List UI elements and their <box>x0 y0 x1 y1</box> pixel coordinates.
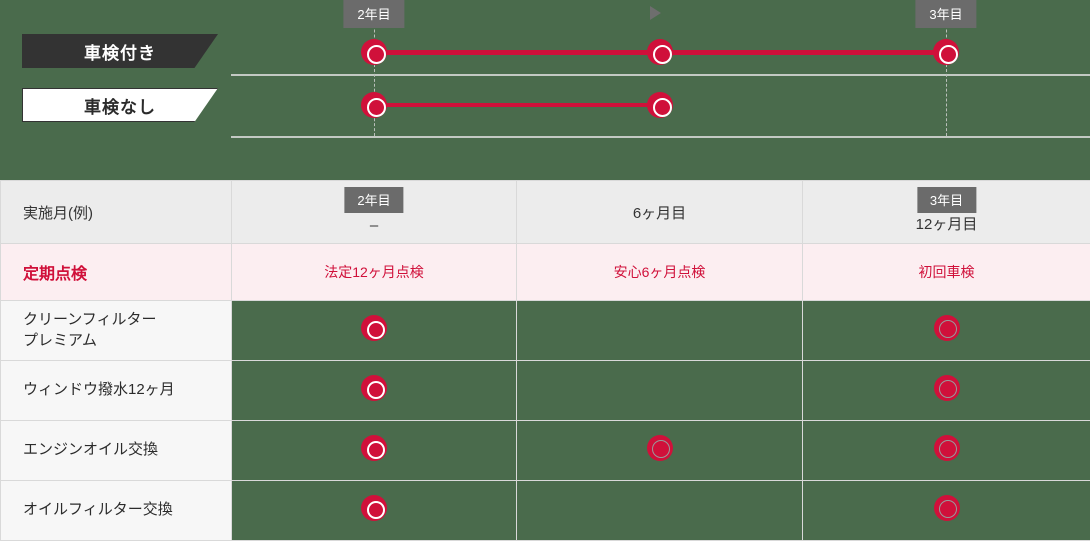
marker <box>361 435 387 461</box>
timeline-guide-year2 <box>374 0 375 136</box>
item-3-mark-2 <box>802 480 1090 541</box>
item-2-mark-2 <box>802 420 1090 481</box>
marker <box>361 495 387 521</box>
inspection-cell-1: 法定12ヶ月点検 <box>231 243 517 301</box>
marker <box>933 315 960 341</box>
month-value-6month: 6ヶ月目 <box>632 204 687 222</box>
timeline-node-with-shaken-2 <box>647 39 673 65</box>
marker <box>933 435 960 461</box>
row-header-item-0: クリーンフィルター プレミアム <box>0 300 232 361</box>
item-label-line1: エンジンオイル交換 <box>23 441 159 459</box>
table-row-item: ウィンドウ撥水12ヶ月 <box>0 360 1090 421</box>
maintenance-table: 実施月(例) 2年目 – 6ヶ月目 3年目 12ヶ月目 <box>0 180 1090 541</box>
timeline-rule-lower <box>231 136 1090 138</box>
marker <box>933 375 960 401</box>
row-header-item-2: エンジンオイル交換 <box>0 420 232 481</box>
item-label-line1: オイルフィルター交換 <box>23 501 173 519</box>
month-badge-year2: 2年目 <box>344 187 404 213</box>
marker <box>361 315 387 341</box>
item-1-mark-1 <box>516 360 803 421</box>
row-header-item-3: オイルフィルター交換 <box>0 480 232 541</box>
marker <box>361 375 387 401</box>
inspection-cell-2: 安心6ヶ月点検 <box>516 243 803 301</box>
marker <box>933 495 960 521</box>
item-3-mark-1 <box>516 480 803 541</box>
timeline-label-without-shaken-text: 車検なし <box>84 97 156 117</box>
row-header-item-1: ウィンドウ撥水12ヶ月 <box>0 360 232 421</box>
item-label-line2: プレミアム <box>23 331 97 349</box>
row-header-month: 実施月(例) <box>0 180 232 244</box>
table-row-month: 実施月(例) 2年目 – 6ヶ月目 3年目 12ヶ月目 <box>0 180 1090 244</box>
timeline-rule-upper <box>231 74 1090 76</box>
timeline-node-without-shaken-2 <box>647 92 673 118</box>
month-badge-year3: 3年目 <box>916 187 977 213</box>
month-cell-year2: 2年目 – <box>231 180 517 244</box>
row-header-inspection: 定期点検 <box>0 243 232 301</box>
item-0-mark-1 <box>516 300 803 361</box>
item-label-line1: クリーンフィルター <box>23 311 157 329</box>
timeline-label-with-shaken: 車検付き <box>22 34 218 68</box>
timeline-guide-year3 <box>946 0 947 136</box>
item-0-mark-0 <box>231 300 517 361</box>
timeline-node-without-shaken-1 <box>361 92 387 118</box>
marker <box>646 435 673 461</box>
month-value-year2: – <box>369 217 379 234</box>
item-1-mark-2 <box>802 360 1090 421</box>
item-1-mark-0 <box>231 360 517 421</box>
table-row-inspection: 定期点検 法定12ヶ月点検 安心6ヶ月点検 初回車検 <box>0 243 1090 301</box>
timeline-badge-year3: 3年目 <box>915 0 977 28</box>
month-cell-6month: 6ヶ月目 <box>516 180 803 244</box>
item-0-mark-2 <box>802 300 1090 361</box>
timeline-section: 車検付き 車検なし 2年目 3年目 <box>0 0 1090 157</box>
item-label-line1: ウィンドウ撥水12ヶ月 <box>23 381 175 399</box>
timeline-label-with-shaken-text: 車検付き <box>84 43 156 63</box>
item-2-mark-1 <box>516 420 803 481</box>
timeline-node-with-shaken-3 <box>933 39 959 65</box>
month-value-year3: 12ヶ月目 <box>915 216 978 233</box>
timeline-label-without-shaken: 車検なし <box>22 88 218 122</box>
timeline-progress-arrow-icon <box>650 6 661 20</box>
inspection-cell-3: 初回車検 <box>802 243 1090 301</box>
timeline-badge-year2: 2年目 <box>343 0 405 28</box>
timeline-track-without-shaken <box>374 103 660 107</box>
item-2-mark-0 <box>231 420 517 481</box>
table-row-item: エンジンオイル交換 <box>0 420 1090 481</box>
table-row-item: クリーンフィルター プレミアム <box>0 300 1090 361</box>
month-cell-year3: 3年目 12ヶ月目 <box>802 180 1090 244</box>
item-3-mark-0 <box>231 480 517 541</box>
timeline-node-with-shaken-1 <box>361 39 387 65</box>
table-row-item: オイルフィルター交換 <box>0 480 1090 541</box>
